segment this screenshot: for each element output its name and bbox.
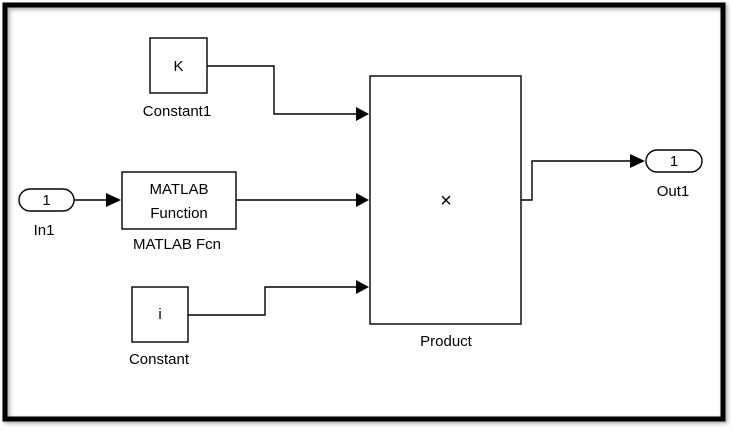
arrowhead-in1-to-matlab-function xyxy=(106,193,121,207)
constant-label[interactable]: Constant xyxy=(129,351,190,368)
constant1-label[interactable]: Constant1 xyxy=(143,103,211,120)
out1-port-number: 1 xyxy=(670,153,678,170)
constant-block[interactable]: i xyxy=(131,286,189,343)
signal-line-constant-to-product[interactable] xyxy=(188,286,356,316)
arrowhead-constant-to-product xyxy=(356,280,369,294)
in1-label[interactable]: In1 xyxy=(34,222,55,239)
constant-value: i xyxy=(158,306,161,323)
in1-port-block[interactable]: 1 xyxy=(18,188,75,212)
arrowhead-matlab-function-to-product xyxy=(356,193,369,207)
arrowhead-constant1-to-product xyxy=(356,107,369,121)
signal-line-product-to-out1[interactable] xyxy=(521,160,630,201)
diagram-frame xyxy=(2,2,726,422)
product-label[interactable]: Product xyxy=(420,333,473,350)
constant1-value: K xyxy=(173,58,183,75)
out1-port-block[interactable]: 1 xyxy=(645,149,703,173)
product-symbol: × xyxy=(440,190,452,212)
matlab-function-line2: Function xyxy=(150,205,208,222)
in1-port-number: 1 xyxy=(42,192,50,209)
matlab-function-line1: MATLAB xyxy=(150,181,209,198)
matlab-fcn-label[interactable]: MATLAB Fcn xyxy=(133,236,221,253)
product-block[interactable]: × xyxy=(369,75,522,325)
out1-label[interactable]: Out1 xyxy=(657,183,690,200)
constant1-block[interactable]: K xyxy=(149,37,208,94)
arrowhead-product-to-out1 xyxy=(630,154,645,168)
signal-line-constant1-to-product[interactable] xyxy=(207,65,356,115)
matlab-function-block[interactable]: MATLAB Function xyxy=(121,171,237,230)
